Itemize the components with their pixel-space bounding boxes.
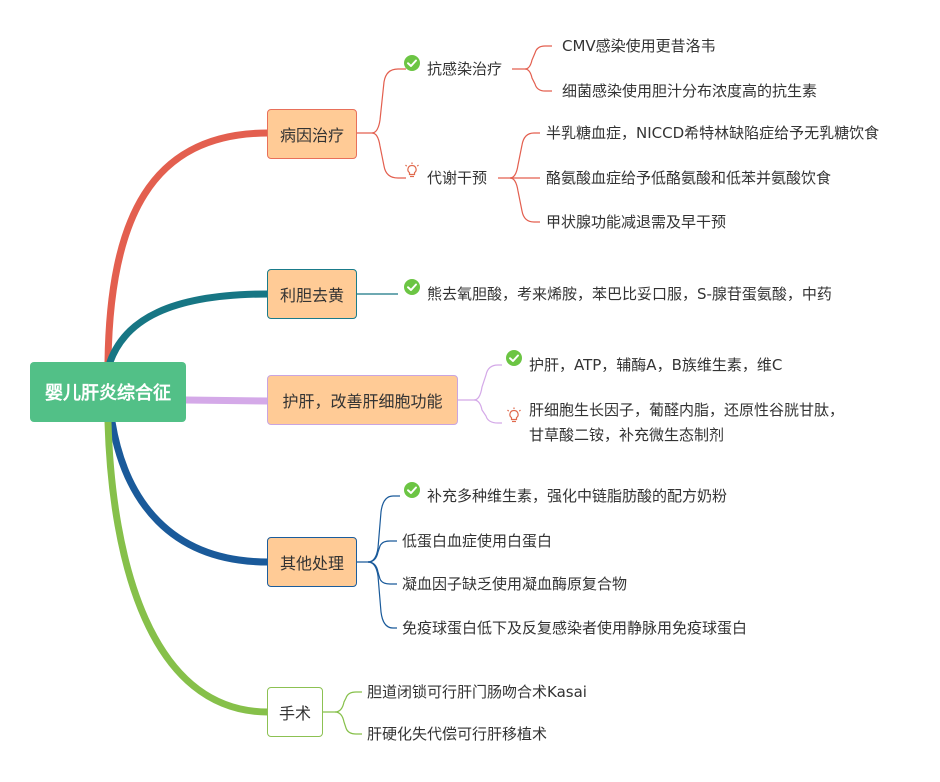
item-albumin[interactable]: 低蛋白血症使用白蛋白: [402, 532, 553, 550]
branch-etiology[interactable]: 病因治疗: [267, 109, 357, 159]
branch-liver-protection[interactable]: 护肝，改善肝细胞功能: [267, 375, 458, 425]
item-metabolic[interactable]: 代谢干预: [427, 169, 488, 187]
item-hepatocyte-growth-line2[interactable]: 甘草酸二铵，补充微生态制剂: [529, 426, 725, 444]
check-icon: [506, 350, 522, 366]
item-udca[interactable]: 熊去氧胆酸，考来烯胺，苯巴比妥口服，S-腺苷蛋氨酸，中药: [427, 285, 832, 303]
item-liver-transplant[interactable]: 肝硬化失代偿可行肝移植术: [367, 725, 548, 743]
branch-label: 其他处理: [279, 554, 344, 573]
root-label: 婴儿肝炎综合征: [45, 383, 171, 404]
item-galactosemia[interactable]: 半乳糖血症，NICCD希特林缺陷症给予无乳糖饮食: [546, 124, 880, 142]
check-icon: [404, 279, 420, 295]
item-ivig[interactable]: 免疫球蛋白低下及反复感染者使用静脉用免疫球蛋白: [402, 619, 748, 637]
item-kasai[interactable]: 胆道闭锁可行肝门肠吻合术Kasai: [367, 683, 587, 701]
check-icon: [404, 482, 420, 498]
branch-surgery[interactable]: 手术: [267, 687, 323, 737]
branch-label: 手术: [278, 704, 311, 723]
branch-label: 利胆去黄: [279, 286, 344, 305]
lightbulb-icon: [507, 407, 521, 423]
item-hepatocyte-growth-line1[interactable]: 肝细胞生长因子，葡醛内脂，还原性谷胱甘肽，: [529, 401, 845, 419]
check-icon: [404, 55, 420, 71]
branch-label: 病因治疗: [279, 126, 344, 145]
branch-other-treatment[interactable]: 其他处理: [267, 537, 357, 587]
item-cmv[interactable]: CMV感染使用更昔洛韦: [562, 37, 716, 55]
lightbulb-icon: [405, 162, 419, 178]
item-prothrombin[interactable]: 凝血因子缺乏使用凝血酶原复合物: [402, 575, 628, 593]
item-tyrosinemia[interactable]: 酪氨酸血症给予低酪氨酸和低苯并氨酸饮食: [546, 169, 832, 187]
item-hypothyroidism[interactable]: 甲状腺功能减退需及早干预: [546, 213, 727, 231]
root-node[interactable]: 婴儿肝炎综合征: [30, 362, 186, 422]
item-vitamins[interactable]: 补充多种维生素，强化中链脂肪酸的配方奶粉: [427, 487, 728, 505]
item-atp[interactable]: 护肝，ATP，辅酶A，B族维生素，维C: [529, 356, 783, 374]
item-anti-infection[interactable]: 抗感染治疗: [427, 60, 503, 78]
branch-label: 护肝，改善肝细胞功能: [282, 392, 443, 411]
branch-cholagogue[interactable]: 利胆去黄: [267, 269, 357, 319]
item-bacterial[interactable]: 细菌感染使用胆汁分布浓度高的抗生素: [562, 82, 818, 100]
